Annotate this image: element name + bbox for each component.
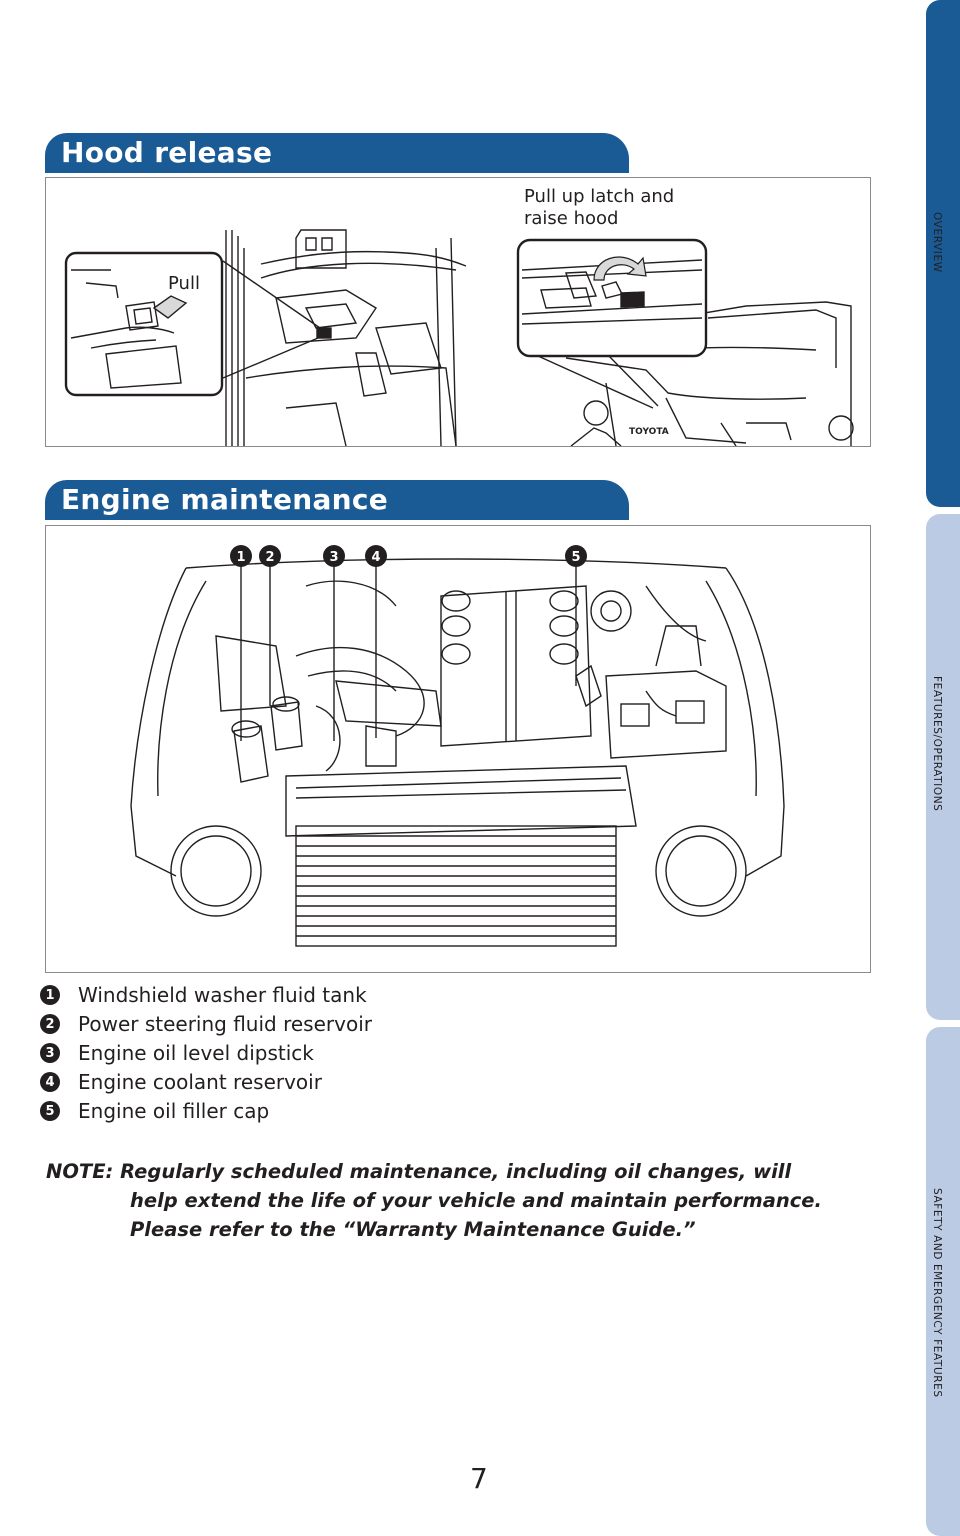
callout-3	[323, 545, 345, 567]
tab-features-operations[interactable]	[926, 514, 960, 1020]
tab-overview-label: OVERVIEW	[931, 212, 943, 273]
callout-3-label: 3	[329, 550, 338, 565]
legend-item: 2 Power steering fluid reservoir	[40, 1010, 372, 1038]
section-title: Engine maintenance	[61, 483, 389, 516]
callout-5-label: 5	[571, 550, 580, 565]
callout-2	[259, 545, 281, 567]
legend-item: 5 Engine oil filler cap	[40, 1097, 269, 1125]
legend-item: 3 Engine oil level dipstick	[40, 1039, 314, 1067]
section-header-hood-release: Hood release	[45, 133, 629, 173]
page-number: 7	[470, 1462, 488, 1495]
engine-bay-illustration: 1 2 3 4 5	[45, 525, 871, 973]
callout-5	[565, 545, 587, 567]
tab-safety-label: SAFETY AND EMERGENCY FEATURES	[931, 1188, 943, 1398]
legend-label: Windshield washer fluid tank	[78, 983, 367, 1007]
legend-label: Power steering fluid reservoir	[78, 1012, 372, 1036]
legend-number: 3	[40, 1043, 60, 1063]
legend-number: 5	[40, 1101, 60, 1121]
callout-4	[365, 545, 387, 567]
maintenance-note-line2: help extend the life of your vehicle and…	[130, 1189, 822, 1212]
callout-2-label: 2	[265, 550, 274, 565]
maintenance-note-line1: NOTE: Regularly scheduled maintenance, i…	[46, 1160, 792, 1183]
section-header-engine-maintenance: Engine maintenance	[45, 480, 629, 520]
callout-markers: 1 2 3 4 5	[230, 545, 587, 567]
legend-number: 2	[40, 1014, 60, 1034]
hood-release-illustration: TOYOTA Pull Pull up latch and raise hood	[45, 177, 871, 447]
hood-release-drawing: TOYOTA	[64, 229, 854, 446]
tab-features-label: FEATURES/OPERATIONS	[931, 676, 943, 812]
legend-item: 1 Windshield washer fluid tank	[40, 981, 367, 1009]
pull-label: Pull	[168, 273, 200, 294]
tab-safety-emergency[interactable]	[926, 1027, 960, 1536]
legend-number: 4	[40, 1072, 60, 1092]
engine-bay-drawing: 1 2 3 4 5	[130, 545, 785, 947]
latch-instruction-line2: raise hood	[524, 208, 619, 229]
maintenance-note-line3: Please refer to the “Warranty Maintenanc…	[130, 1218, 696, 1241]
arrow-up-icon	[593, 256, 647, 281]
legend-label: Engine oil level dipstick	[78, 1041, 314, 1065]
legend-item: 4 Engine coolant reservoir	[40, 1068, 322, 1096]
legend-label: Engine oil filler cap	[78, 1099, 270, 1123]
toyota-logo: TOYOTA	[629, 427, 669, 437]
callout-1-label: 1	[236, 550, 245, 565]
latch-instruction-line1: Pull up latch and	[524, 186, 675, 207]
callout-1	[230, 545, 252, 567]
callout-4-label: 4	[371, 550, 380, 565]
legend-label: Engine coolant reservoir	[78, 1070, 322, 1094]
section-title: Hood release	[61, 136, 273, 169]
tab-overview[interactable]	[926, 0, 960, 507]
legend-number: 1	[40, 985, 60, 1005]
